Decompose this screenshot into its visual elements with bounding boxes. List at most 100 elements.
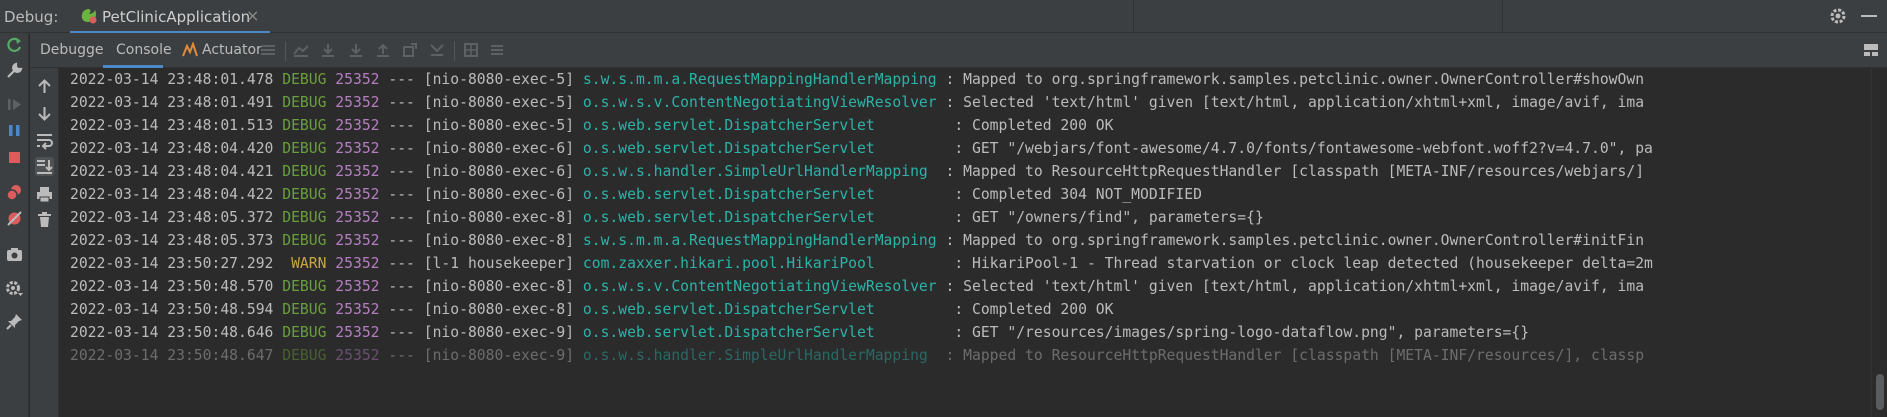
camera-icon[interactable] xyxy=(5,245,24,264)
scroll-down-icon[interactable] xyxy=(35,104,54,123)
log-message: : Selected 'text/html' given [text/html,… xyxy=(945,278,1645,295)
resume-icon[interactable] xyxy=(5,95,24,114)
log-timestamp: 2022-03-14 23:50:48.570 xyxy=(70,278,274,295)
log-thread: [nio-8080-exec-6] xyxy=(423,186,575,203)
log-message: : HikariPool-1 - Thread starvation or cl… xyxy=(954,255,1653,272)
view-breakpoints-icon[interactable] xyxy=(5,183,24,202)
log-message: : Mapped to ResourceHttpRequestHandler [… xyxy=(945,163,1645,180)
log-message: : GET "/resources/images/spring-logo-dat… xyxy=(954,324,1530,341)
log-logger: o.s.web.servlet.DispatcherServlet xyxy=(582,324,875,341)
debug-label: Debug: xyxy=(4,8,59,26)
tab-console[interactable]: Console xyxy=(103,33,172,68)
log-separator: --- xyxy=(388,301,415,318)
vertical-scrollbar[interactable] xyxy=(1871,68,1887,417)
log-pid: 25352 xyxy=(335,71,380,88)
debug-title-bar: Debug: PetClinicApplication × xyxy=(0,0,1887,34)
log-logger: o.s.w.s.handler.SimpleUrlHandlerMapping xyxy=(582,347,928,364)
gear-icon[interactable] xyxy=(1829,7,1847,25)
log-logger: o.s.web.servlet.DispatcherServlet xyxy=(582,117,875,134)
log-timestamp: 2022-03-14 23:48:05.372 xyxy=(70,209,274,226)
log-timestamp: 2022-03-14 23:48:01.491 xyxy=(70,94,274,111)
log-line: 2022-03-14 23:48:04.421 DEBUG 25352 --- … xyxy=(70,160,1644,183)
layout-icon[interactable] xyxy=(1863,42,1879,58)
log-timestamp: 2022-03-14 23:50:48.647 xyxy=(70,347,274,364)
log-level: WARN xyxy=(282,255,327,272)
log-level: DEBUG xyxy=(282,347,327,364)
log-separator: --- xyxy=(388,140,415,157)
log-logger: s.w.s.m.m.a.RequestMappingHandlerMapping xyxy=(582,71,937,88)
soft-wrap-icon[interactable] xyxy=(35,131,54,150)
log-separator: --- xyxy=(388,232,415,249)
log-pid: 25352 xyxy=(335,186,380,203)
log-line: 2022-03-14 23:48:01.478 DEBUG 25352 --- … xyxy=(70,68,1644,91)
close-icon[interactable]: × xyxy=(246,6,260,25)
log-separator: --- xyxy=(388,186,415,203)
log-logger: o.s.w.s.v.ContentNegotiatingViewResolver xyxy=(582,278,937,295)
log-thread: [nio-8080-exec-8] xyxy=(423,209,575,226)
log-message: : Selected 'text/html' given [text/html,… xyxy=(945,94,1645,111)
log-line: 2022-03-14 23:50:48.570 DEBUG 25352 --- … xyxy=(70,275,1644,298)
debug-actions-toolbar xyxy=(0,33,29,417)
log-line: 2022-03-14 23:48:04.422 DEBUG 25352 --- … xyxy=(70,183,1202,206)
log-pid: 25352 xyxy=(335,255,380,272)
wrench-icon[interactable] xyxy=(5,61,24,80)
step-out-icon[interactable] xyxy=(375,42,391,58)
log-thread: [nio-8080-exec-9] xyxy=(423,324,575,341)
log-thread: [nio-8080-exec-5] xyxy=(423,117,575,134)
log-pid: 25352 xyxy=(335,324,380,341)
log-separator: --- xyxy=(388,347,415,364)
run-to-cursor-icon[interactable] xyxy=(429,42,445,58)
log-timestamp: 2022-03-14 23:50:27.292 xyxy=(70,255,274,272)
tab-pet-clinic-application[interactable]: PetClinicApplication × xyxy=(70,0,270,34)
log-message: : Mapped to ResourceHttpRequestHandler [… xyxy=(945,347,1645,364)
show-execution-point-icon[interactable] xyxy=(293,42,309,58)
log-message: : Mapped to org.springframework.samples.… xyxy=(945,232,1645,249)
tab-actuator[interactable]: Actuator xyxy=(202,42,262,58)
console-output[interactable]: 2022-03-14 23:48:01.478 DEBUG 25352 --- … xyxy=(60,68,1871,417)
log-separator: --- xyxy=(388,209,415,226)
list-icon[interactable] xyxy=(260,42,276,58)
log-pid: 25352 xyxy=(335,209,380,226)
log-line: 2022-03-14 23:48:04.420 DEBUG 25352 --- … xyxy=(70,137,1653,160)
log-separator: --- xyxy=(388,163,415,180)
drop-frame-icon[interactable] xyxy=(402,42,418,58)
print-icon[interactable] xyxy=(35,185,54,204)
mute-breakpoints-icon[interactable] xyxy=(5,209,24,228)
minimize-icon[interactable] xyxy=(1861,15,1877,17)
stop-icon[interactable] xyxy=(5,148,24,167)
log-thread: [nio-8080-exec-8] xyxy=(423,301,575,318)
step-over-icon[interactable] xyxy=(320,42,336,58)
log-thread: [nio-8080-exec-5] xyxy=(423,94,575,111)
settings-icon[interactable] xyxy=(5,279,24,298)
divider xyxy=(285,41,286,61)
log-level: DEBUG xyxy=(282,301,327,318)
pin-icon[interactable] xyxy=(5,312,24,331)
log-pid: 25352 xyxy=(335,163,380,180)
rerun-icon[interactable] xyxy=(5,36,24,55)
log-message: : Completed 304 NOT_MODIFIED xyxy=(954,186,1202,203)
pause-icon[interactable] xyxy=(5,121,24,140)
divider xyxy=(454,41,455,61)
log-logger: o.s.web.servlet.DispatcherServlet xyxy=(582,301,875,318)
log-logger: o.s.web.servlet.DispatcherServlet xyxy=(582,186,875,203)
trash-icon[interactable] xyxy=(35,210,54,229)
evaluate-expression-icon[interactable] xyxy=(463,42,479,58)
log-level: DEBUG xyxy=(282,324,327,341)
scrollbar-thumb[interactable] xyxy=(1876,374,1884,410)
tab-selected-indicator xyxy=(70,31,270,34)
tab-debugger[interactable]: Debugger xyxy=(40,42,110,58)
log-timestamp: 2022-03-14 23:48:01.513 xyxy=(70,117,274,134)
trace-icon[interactable] xyxy=(489,42,505,58)
divider xyxy=(1502,0,1503,33)
log-level: DEBUG xyxy=(282,71,327,88)
step-into-icon[interactable] xyxy=(348,42,364,58)
log-logger: o.s.w.s.v.ContentNegotiatingViewResolver xyxy=(582,94,937,111)
log-level: DEBUG xyxy=(282,186,327,203)
scroll-up-icon[interactable] xyxy=(35,77,54,96)
log-line: 2022-03-14 23:50:48.646 DEBUG 25352 --- … xyxy=(70,321,1529,344)
log-timestamp: 2022-03-14 23:50:48.594 xyxy=(70,301,274,318)
scroll-to-end-icon[interactable] xyxy=(35,157,54,176)
log-level: DEBUG xyxy=(282,232,327,249)
log-separator: --- xyxy=(388,117,415,134)
console-actions-toolbar xyxy=(30,68,59,417)
